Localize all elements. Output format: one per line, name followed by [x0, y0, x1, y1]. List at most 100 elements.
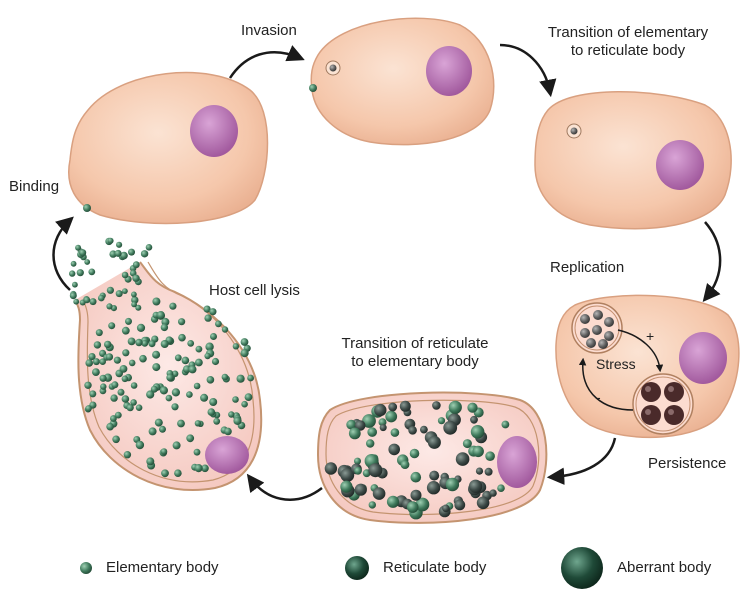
legend-elementary-label: Elementary body — [106, 559, 219, 577]
elementary-body — [75, 245, 81, 251]
particle — [408, 426, 417, 435]
elementary-body — [146, 244, 153, 251]
elementary-body — [92, 368, 100, 376]
elementary-body — [96, 329, 103, 336]
elementary-body — [233, 417, 241, 425]
arrow-lysis-to-binding — [54, 220, 71, 290]
particle — [410, 449, 420, 459]
particle — [427, 481, 440, 494]
elementary-body — [152, 351, 160, 359]
elementary-body — [194, 449, 201, 456]
elementary-body — [128, 249, 135, 256]
elementary-body — [122, 327, 130, 335]
particle — [467, 403, 477, 413]
elementary-body — [132, 275, 139, 282]
elementary-body — [195, 464, 203, 472]
elementary-body — [115, 250, 122, 257]
particle — [385, 411, 397, 423]
elementary-body — [93, 358, 100, 365]
elementary-body — [124, 451, 131, 458]
elementary-body — [212, 358, 219, 365]
elementary-body — [106, 423, 114, 431]
particle — [411, 490, 422, 501]
elementary-body — [155, 419, 163, 427]
elementary-body — [152, 363, 160, 371]
elementary-body — [137, 324, 145, 332]
elementary-body — [178, 334, 186, 342]
elementary-body — [204, 353, 210, 359]
transition-eb-rb-line2: to reticulate body — [528, 42, 728, 60]
particle — [456, 452, 470, 466]
particle — [471, 425, 485, 439]
particle — [438, 417, 445, 424]
particle — [442, 505, 450, 513]
elementary-body — [245, 393, 253, 401]
particle — [477, 497, 490, 510]
elementary-body — [209, 398, 217, 406]
elementary-body — [207, 376, 215, 384]
elementary-body — [104, 341, 111, 348]
particle — [373, 487, 386, 500]
elementary-body — [115, 412, 122, 419]
arrow-transition-to-replication — [705, 222, 720, 298]
elementary-body — [89, 390, 96, 397]
rb-to-eb-transition-cell — [318, 393, 546, 523]
elementary-body — [161, 324, 168, 331]
arrow-rb-eb-to-lysis — [250, 478, 322, 500]
elementary-body — [224, 428, 232, 436]
elementary-body — [107, 287, 114, 294]
elementary-body — [131, 302, 137, 308]
particle — [369, 501, 376, 508]
elementary-body — [182, 357, 190, 365]
elementary-body — [233, 343, 239, 349]
elementary-body — [172, 388, 180, 396]
elementary-body — [161, 448, 168, 455]
elementary-body — [232, 396, 239, 403]
particle — [473, 446, 484, 457]
particle — [449, 401, 462, 414]
elementary-body-icon — [80, 562, 92, 574]
particle — [387, 496, 399, 508]
particle — [354, 458, 361, 465]
particle — [443, 421, 457, 435]
arrow-replication-to-rb-eb — [552, 438, 615, 477]
elementary-body — [151, 386, 158, 393]
stress-label: Stress — [596, 355, 636, 373]
elementary-body — [131, 292, 137, 298]
elementary-body — [110, 394, 117, 401]
particle — [367, 427, 377, 437]
elementary-body — [122, 288, 128, 294]
particle — [391, 428, 400, 437]
elementary-body — [70, 292, 77, 299]
elementary-body — [108, 238, 114, 244]
invasion-label: Invasion — [241, 22, 297, 40]
elementary-body — [114, 357, 121, 364]
transition-eb-rb-line1: Transition of elementary — [528, 24, 728, 42]
elementary-body — [141, 250, 148, 257]
particle — [485, 451, 495, 461]
particle — [476, 468, 483, 475]
elementary-body — [136, 404, 143, 411]
particle — [469, 480, 482, 493]
elementary-body — [161, 469, 169, 477]
elementary-body — [116, 290, 123, 297]
elementary-body — [98, 295, 105, 302]
particle — [407, 501, 419, 513]
particle — [454, 500, 465, 511]
elementary-body — [111, 381, 118, 388]
elementary-body — [159, 426, 166, 433]
host-cell-lysis-label: Host cell lysis — [209, 282, 300, 300]
elementary-body — [133, 261, 140, 268]
plus-sign: + — [646, 327, 654, 345]
elementary-body — [160, 386, 168, 394]
elementary-body — [146, 457, 154, 465]
particle — [355, 484, 367, 496]
elementary-body — [161, 340, 169, 348]
eb-to-rb-transition-cell — [535, 92, 731, 229]
elementary-body — [175, 354, 182, 361]
transition-rb-eb-label: Transition of reticulate to elementary b… — [330, 335, 500, 371]
elementary-body — [106, 303, 112, 309]
elementary-body — [247, 375, 254, 382]
particle — [432, 401, 441, 410]
